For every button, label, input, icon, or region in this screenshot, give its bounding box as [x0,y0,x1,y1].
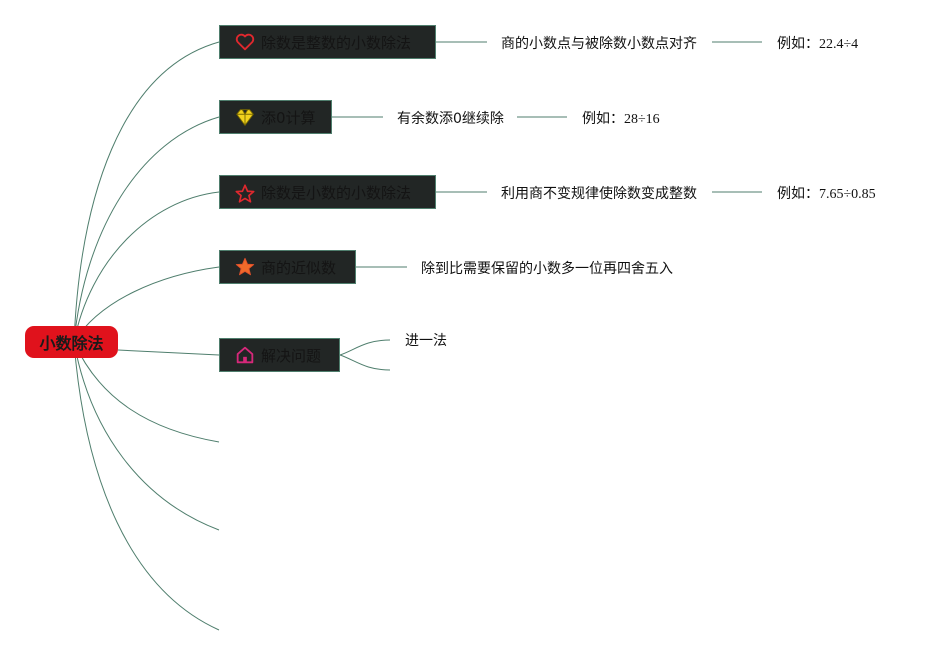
branch-node-2[interactable]: 添0计算 [219,100,332,134]
branch-label: 除数是整数的小数除法 [261,33,412,52]
link-root-branch-1 [73,41,220,343]
star-filled-icon [234,256,256,278]
branch-label: 商的近似数 [261,258,337,277]
branch-node-1[interactable]: 除数是整数的小数除法 [219,25,436,59]
link-root-empty-2 [73,341,220,531]
link-root-branch-2 [73,116,220,343]
branch-5-detail-1: 进一法 [405,333,447,349]
link-root-branch-3 [73,191,220,343]
branch-4-detail-1: 除到比需要保留的小数多一位再四舍五入 [421,261,673,277]
branch-1-detail-1: 商的小数点与被除数小数点对齐 [501,36,697,52]
heart-icon [234,31,256,53]
home-icon [234,344,256,366]
branch-label: 解决问题 [261,346,322,365]
branch-1-detail-2: 例如：22.4÷4 [777,37,859,52]
root-label: 小数除法 [39,334,104,353]
link-b5-d2 [339,354,391,371]
branch-label: 除数是小数的小数除法 [261,183,412,202]
link-b5-d1 [339,339,391,356]
star-outline-icon [234,181,256,203]
branch-2-detail-2: 例如：28÷16 [582,112,660,127]
branch-label: 添0计算 [261,108,316,127]
branch-node-3[interactable]: 除数是小数的小数除法 [219,175,436,209]
branch-3-detail-1: 利用商不变规律使除数变成整数 [501,186,697,202]
link-root-empty-3 [73,341,220,631]
diamond-icon [234,106,256,128]
link-root-branch-5 [117,349,220,356]
branch-3-detail-2: 例如：7.65÷0.85 [777,187,876,202]
root-node[interactable]: 小数除法 [25,326,118,358]
branch-node-5[interactable]: 解决问题 [219,338,340,372]
link-root-empty-1 [73,341,220,443]
branch-node-4[interactable]: 商的近似数 [219,250,356,284]
branch-2-detail-1: 有余数添0继续除 [397,111,504,127]
